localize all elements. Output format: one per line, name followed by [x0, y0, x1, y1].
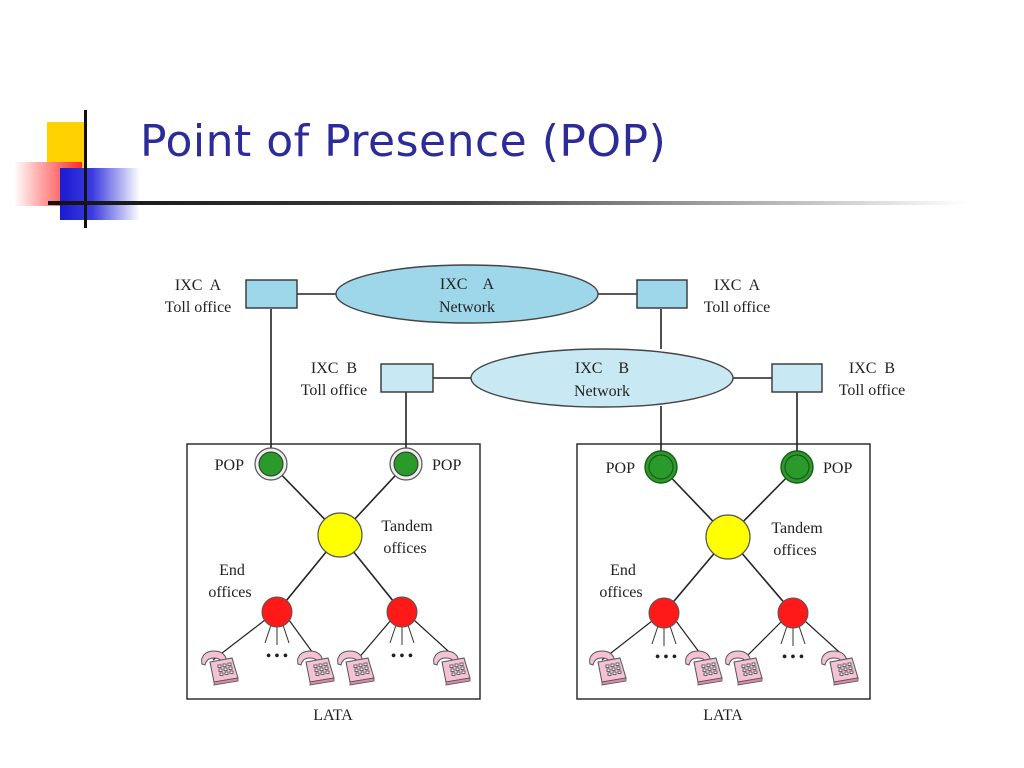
- end-office-right-b: [777, 597, 809, 629]
- trunk-lines: [270, 293, 798, 614]
- telephone-icon: [337, 650, 375, 686]
- end-office-right-a: [648, 597, 680, 629]
- ixc-b-toll-left-line2: Toll office: [301, 382, 368, 399]
- ixc-a-network-line1: IXC A: [440, 276, 495, 293]
- lata-label-right: LATA: [703, 707, 743, 724]
- end-label-right-line1: End: [610, 562, 636, 579]
- telephone-icon: [725, 650, 763, 686]
- title-rule: [48, 201, 968, 205]
- ixc-a-toll-right-line1: IXC A: [714, 277, 761, 294]
- ixc-b-network-line2: Network: [574, 383, 630, 400]
- pop-label-left-a: POP: [215, 457, 244, 474]
- tandem-label-right-line1: Tandem: [771, 520, 823, 537]
- lata-label-left: LATA: [313, 707, 353, 724]
- end-label-left-line1: End: [219, 562, 245, 579]
- telephone-icon: [589, 650, 627, 686]
- telephone-icon: [821, 650, 859, 686]
- page-title: Point of Presence (POP): [140, 116, 667, 167]
- ixc-b-toll-right-line2: Toll office: [839, 382, 906, 399]
- pop-label-right-b: POP: [823, 460, 852, 477]
- pop-label-left-b: POP: [432, 457, 461, 474]
- drop-lines: [264, 624, 806, 646]
- blue-deco-bar: [60, 168, 140, 220]
- end-office-left-b: [386, 596, 418, 628]
- end-label-left-line2: offices: [208, 584, 251, 601]
- ixc-a-toll-left-line2: Toll office: [165, 299, 232, 316]
- telephone-icon: [297, 650, 335, 686]
- telephone-icon: [685, 650, 723, 686]
- telephone-icon: [201, 650, 239, 686]
- ixc-a-toll-right-line2: Toll office: [704, 299, 771, 316]
- telephone-icon: [433, 650, 471, 686]
- pop-node-left-b: [389, 447, 423, 481]
- tandem-label-left-line2: offices: [383, 540, 426, 557]
- end-office-left-a: [261, 596, 293, 628]
- pop-node-left-a: [254, 447, 288, 481]
- ixc-a-network: [335, 264, 599, 324]
- ixc-b-toll-left-line1: IXC B: [311, 360, 357, 377]
- phone-ellipsis-right-a: • • •: [655, 650, 677, 665]
- ixc-a-toll-office-left: [245, 279, 298, 309]
- ixc-b-network-line1: IXC B: [575, 360, 629, 377]
- ixc-a-network-line2: Network: [439, 299, 495, 316]
- lata-box-right: [576, 443, 871, 700]
- tandem-label-right-line2: offices: [773, 542, 816, 559]
- ixc-a-toll-office-right: [636, 279, 688, 309]
- pop-node-right-a: [644, 450, 678, 484]
- pop-label-right-a: POP: [606, 460, 635, 477]
- phone-ellipsis-left-b: • • •: [391, 649, 413, 664]
- ixc-b-toll-office-right: [771, 363, 823, 393]
- deco-vertical-line: [84, 110, 87, 228]
- ixc-b-toll-office-left: [380, 363, 434, 393]
- end-label-right-line2: offices: [599, 584, 642, 601]
- tandem-label-left-line1: Tandem: [381, 518, 433, 535]
- ixc-b-network: [470, 348, 734, 408]
- tandem-office-left: [317, 512, 363, 558]
- ixc-b-toll-right-line1: IXC B: [849, 360, 895, 377]
- pop-node-right-b: [780, 450, 814, 484]
- tandem-office-right: [705, 514, 751, 560]
- phone-ellipsis-right-b: • • •: [782, 650, 804, 665]
- lata-box-left: [186, 443, 481, 700]
- phone-ellipsis-left-a: • • •: [266, 649, 288, 664]
- ixc-a-toll-left-line1: IXC A: [175, 277, 222, 294]
